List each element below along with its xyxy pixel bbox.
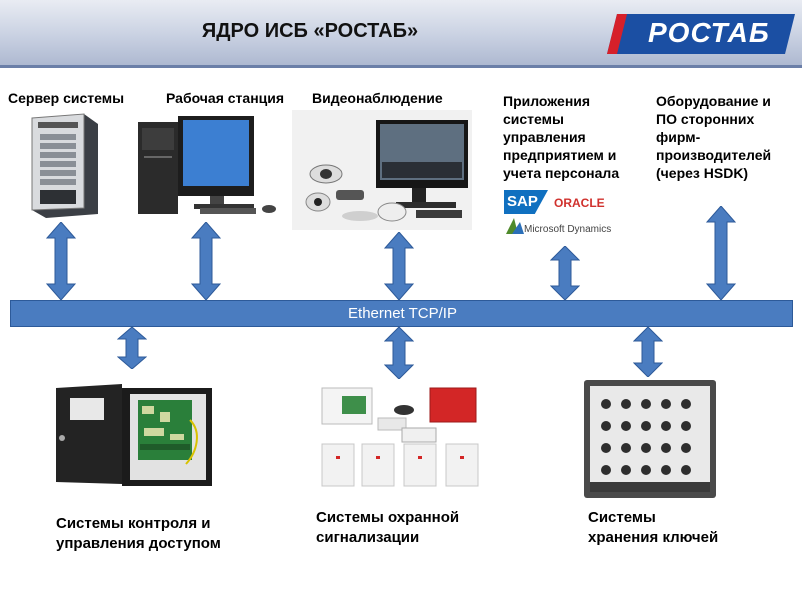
arrow-workstation — [191, 222, 221, 300]
arrow-erp — [550, 246, 580, 300]
access-control-panel-image — [56, 384, 212, 486]
label-erp: Приложения системы управления предприяти… — [503, 93, 620, 181]
arrow-access — [117, 327, 147, 369]
alarm-devices-image — [321, 387, 479, 487]
erp-logos: SAP ORACLE Microsoft Dynamics — [504, 190, 624, 244]
rostab-logo-text: РОСТАБ — [648, 17, 770, 48]
arrow-server — [46, 222, 76, 300]
label-keys: Системы хранения ключей — [588, 509, 719, 546]
label-alarm: Системы охранной сигнализации — [316, 509, 460, 546]
arrow-video — [384, 232, 414, 300]
label-video: Видеонаблюдение — [312, 90, 443, 106]
label-workstation: Рабочая станция — [166, 90, 285, 106]
microsoft-dynamics-icon — [506, 218, 524, 234]
label-thirdparty: Оборудование и ПО сторонних фирм- произв… — [656, 93, 772, 181]
key-storage-image — [584, 380, 716, 498]
ethernet-bus: Ethernet TCP/IP — [10, 300, 793, 327]
sap-logo: SAP — [507, 193, 538, 210]
video-surveillance-image — [292, 110, 472, 230]
page-title: ЯДРО ИСБ «РОСТАБ» — [201, 20, 419, 42]
oracle-logo: ORACLE — [554, 196, 605, 210]
label-server: Сервер системы — [8, 90, 125, 106]
arrow-keys — [633, 327, 663, 377]
bus-label: Ethernet TCP/IP — [348, 305, 457, 322]
arrow-thirdparty — [706, 206, 736, 300]
microsoft-dynamics-logo: Microsoft Dynamics — [524, 224, 612, 235]
server-tower-image — [31, 113, 98, 218]
label-access: Системы контроля и управления доступом — [56, 515, 221, 552]
workstation-image — [138, 116, 276, 214]
arrow-alarm — [384, 327, 414, 379]
